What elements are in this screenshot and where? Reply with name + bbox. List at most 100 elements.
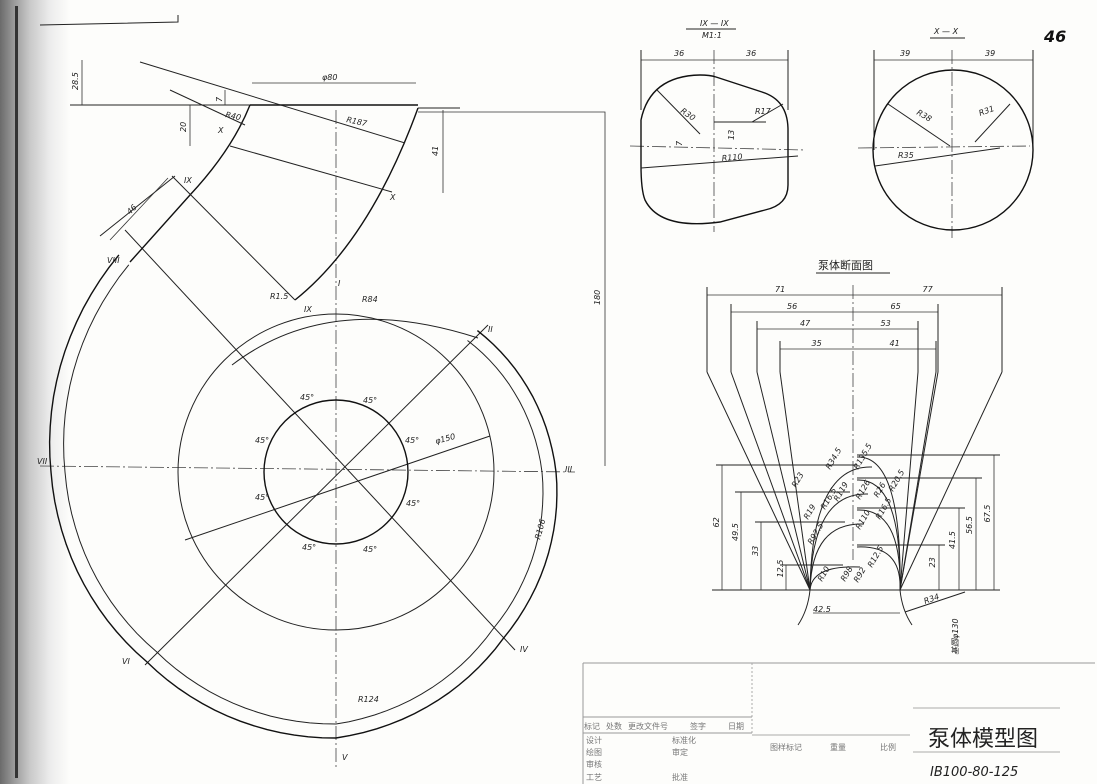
volute-plan-view: φ80 28.5 7 20 R40 R187 41 46 R1.5 R84 18… bbox=[37, 60, 606, 770]
mark-IV: IV bbox=[520, 645, 528, 654]
r34-leader bbox=[904, 591, 966, 613]
dim-top-left: 71 bbox=[775, 285, 785, 294]
outlet-inner-wall bbox=[294, 107, 419, 301]
dim-width-right: 36 bbox=[746, 49, 756, 58]
dim-line-180 bbox=[418, 111, 606, 466]
dim-41: 41 bbox=[431, 146, 440, 156]
tb-cell: 设计 bbox=[586, 735, 602, 745]
projection-line bbox=[756, 371, 811, 591]
mark-VIII: VIII bbox=[107, 256, 120, 265]
outlet-outer-wall bbox=[129, 104, 251, 263]
radius-label: R20.5 bbox=[887, 468, 906, 493]
dim-28-5: 28.5 bbox=[71, 72, 80, 90]
angle-label: 45° bbox=[363, 545, 377, 554]
centerline bbox=[857, 145, 1031, 149]
dim-r17: R17 bbox=[755, 107, 772, 116]
page-number: 46 bbox=[1043, 27, 1066, 46]
mark-IX: IX bbox=[184, 176, 192, 185]
tb-header: 日期 bbox=[728, 722, 744, 731]
tongue-arc bbox=[231, 318, 479, 366]
tb-header: 更改文件号 bbox=[628, 721, 668, 731]
section-ix-line bbox=[99, 175, 176, 237]
dim-height-right: 67.5 bbox=[983, 505, 992, 523]
dim-top-right: 41 bbox=[890, 339, 900, 348]
r30-leader bbox=[656, 89, 701, 135]
centerline bbox=[629, 145, 806, 151]
volute-inner-spiral bbox=[63, 264, 544, 725]
r35-line bbox=[874, 147, 1001, 167]
dim-height-left: 33 bbox=[751, 546, 760, 556]
volute-outer-spiral bbox=[48, 254, 558, 739]
angle-label: 45° bbox=[302, 543, 316, 552]
ix-cut-line bbox=[171, 175, 296, 301]
projection-line bbox=[706, 371, 811, 591]
section-x-title: X — X bbox=[933, 27, 959, 36]
title-block: 标记 处数 更改文件号 签字 日期 设计 标准化 绘图 审定 审核 工艺 批准 … bbox=[582, 662, 1095, 784]
d150-leader bbox=[184, 435, 491, 541]
dim-r30: R30 bbox=[679, 106, 697, 122]
dim-r124: R124 bbox=[358, 695, 379, 704]
horizontal-centerline bbox=[39, 465, 576, 473]
dim-r1-5: R1.5 bbox=[270, 292, 288, 301]
mark-III: III bbox=[565, 465, 573, 474]
radius-label: R34 bbox=[923, 592, 941, 606]
radius-label: R34.5 bbox=[824, 446, 843, 471]
projection-line bbox=[730, 371, 811, 591]
tb-header: 签字 bbox=[690, 721, 706, 731]
r31-leader bbox=[974, 103, 1011, 143]
mark-X: X bbox=[217, 126, 224, 135]
angle-label: 45° bbox=[363, 396, 377, 405]
tb-cell: 标准化 bbox=[672, 735, 696, 745]
base-circle-note: 基圆φ130 bbox=[951, 618, 960, 655]
dim-height-right: 56.5 bbox=[965, 516, 974, 534]
radius-label: R23 bbox=[790, 471, 806, 489]
dim-d150: φ150 bbox=[434, 432, 456, 446]
radius-label: R10 bbox=[816, 565, 832, 583]
dim-line-46 bbox=[109, 177, 169, 241]
section-arc bbox=[809, 566, 861, 591]
flare-left bbox=[797, 589, 811, 626]
section-ix-outline bbox=[640, 74, 789, 225]
tb-cell: 审定 bbox=[672, 747, 688, 757]
angle-label: 45° bbox=[255, 436, 269, 445]
section-arc bbox=[809, 493, 869, 591]
tb-cell: 审核 bbox=[586, 759, 602, 769]
tb-cell: 重量 bbox=[830, 742, 846, 752]
projection-line bbox=[899, 371, 937, 591]
section-ix-view: IX — IX M1:1 36 36 36 R30 R17 7 13 R110 bbox=[629, 19, 806, 232]
mark-V: V bbox=[342, 753, 348, 762]
base-circle bbox=[263, 399, 409, 545]
mark-VII: VII bbox=[37, 457, 48, 466]
dim-13: 13 bbox=[727, 130, 736, 140]
dim-r110: R110 bbox=[721, 152, 743, 163]
mark-IX: IX bbox=[304, 305, 312, 314]
dim-top-right: 77 bbox=[923, 285, 934, 294]
r38-leader bbox=[887, 103, 951, 147]
mark-VI: VI bbox=[122, 657, 130, 666]
tb-cell: 工艺 bbox=[586, 773, 602, 782]
dim-20: 20 bbox=[179, 122, 188, 132]
diagonal-line-1 bbox=[124, 229, 516, 651]
mark-II: II bbox=[488, 325, 493, 334]
radius-label: R16.5 bbox=[874, 496, 893, 521]
dim-r38: R38 bbox=[915, 108, 933, 124]
dim-width-right: 39 bbox=[985, 49, 995, 58]
tb-cell: 批准 bbox=[672, 772, 688, 782]
tb-cell: 比例 bbox=[880, 742, 896, 752]
border-fragment bbox=[39, 15, 179, 26]
section-x-circle bbox=[872, 69, 1034, 231]
projection-line bbox=[779, 371, 811, 591]
dim-7: 7 bbox=[675, 140, 684, 146]
section-arc bbox=[809, 466, 873, 591]
radius-label: R126 bbox=[854, 478, 872, 501]
r187-leader bbox=[139, 61, 406, 144]
r17-leader bbox=[751, 103, 784, 123]
dim-height-right: 23 bbox=[928, 557, 937, 567]
projection-line bbox=[899, 371, 919, 591]
section-x-line bbox=[229, 145, 393, 193]
tb-header: 处数 bbox=[606, 721, 622, 731]
angle-label: 45° bbox=[255, 493, 269, 502]
